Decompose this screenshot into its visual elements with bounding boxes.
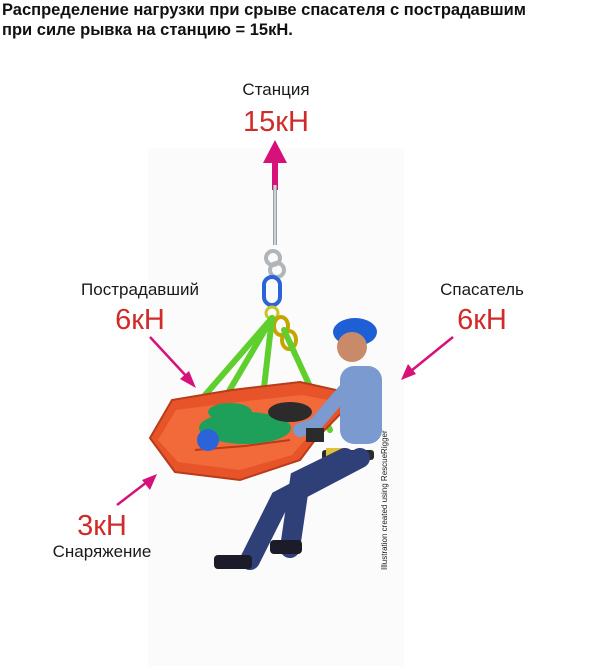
victim-value: 6кН	[115, 304, 165, 336]
equipment-label: Снаряжение	[52, 542, 152, 561]
rescuer-label: Спасатель	[440, 280, 524, 299]
patient-figure-icon	[197, 402, 312, 451]
victim-arrow-icon	[149, 336, 196, 388]
equipment-value: 3кН	[77, 510, 127, 542]
carabiner-icon	[262, 275, 282, 307]
illustration-credit: Illustration created using RescueRigger	[380, 430, 389, 570]
rescuer-figure-icon	[214, 318, 382, 570]
page-title: Распределение нагрузки при срыве спасате…	[2, 0, 598, 40]
title-line-2: при силе рывка на станцию = 15кН.	[2, 21, 293, 39]
title-line-1: Распределение нагрузки при срыве спасате…	[2, 1, 526, 19]
rescuer-arrow-icon	[401, 336, 454, 380]
station-label: Станция	[242, 80, 310, 99]
rescuer-value: 6кН	[457, 304, 507, 336]
equipment-arrow-icon	[116, 474, 157, 506]
victim-label: Пострадавший	[81, 280, 199, 299]
station-value: 15кН	[243, 106, 309, 138]
